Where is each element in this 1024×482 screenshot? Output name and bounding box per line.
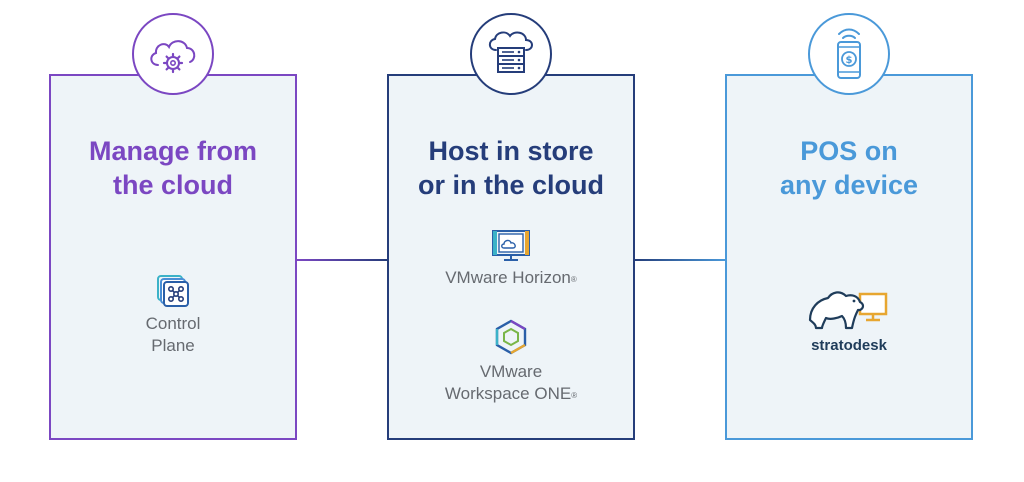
panel-pos: POS on any device stratodesk [725, 74, 973, 440]
badge-host [470, 13, 552, 95]
panel-title: POS on any device [779, 136, 919, 200]
cloud-gear-icon [150, 40, 196, 74]
panel-manage-from-cloud: Manage from the cloud Control Plane [49, 74, 297, 440]
stratodesk-bear-logo [808, 291, 888, 330]
cloud-server-icon [488, 31, 533, 73]
product-stratodesk: stratodesk [727, 286, 971, 354]
product-label: VMware Workspace ONE® [444, 362, 578, 403]
panel-title: Manage from the cloud [88, 136, 258, 200]
badge-manage [132, 13, 214, 95]
product-label: VMware Horizon® [445, 268, 577, 287]
connector-line-left [297, 259, 387, 261]
workspace-one-icon [495, 319, 527, 355]
vmware-horizon-icon [492, 230, 530, 261]
panel-host: Host in store or in the cloud VMware Hor… [387, 74, 635, 440]
panel-title: Host in store or in the cloud [418, 136, 604, 200]
product-vmware-horizon: VMware Horizon® [389, 228, 633, 289]
connector-line-right [635, 259, 725, 261]
stratodesk-wordmark: stratodesk [811, 337, 887, 354]
product-label: Control Plane [145, 314, 201, 355]
badge-pos: $ [808, 13, 890, 95]
product-control-plane: Control Plane [51, 274, 295, 357]
control-plane-icon [157, 275, 189, 307]
mobile-payment-icon: $ [837, 28, 861, 79]
svg-text:$: $ [846, 55, 853, 66]
product-workspace-one: VMware Workspace ONE® [389, 318, 633, 405]
